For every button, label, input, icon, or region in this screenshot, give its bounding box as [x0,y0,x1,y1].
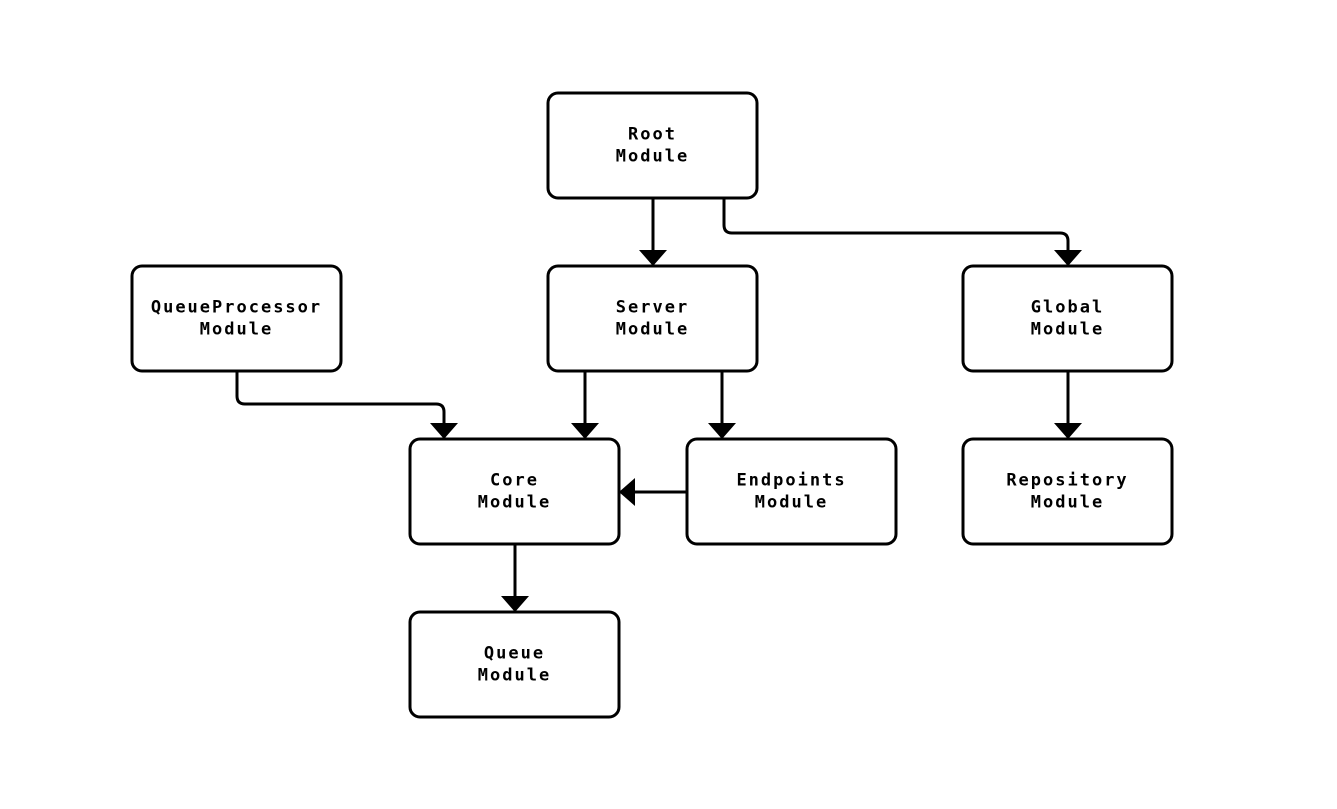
node-server-box [546,264,759,373]
node-queue-box [408,610,621,719]
node-queueprocessor-label-line: QueueProcessor [151,298,322,318]
node-global-label-line: Global [1031,298,1104,318]
node-root-label-line: Module [616,147,689,167]
node-core-label-line: Core [490,471,539,491]
node-repository-box [961,437,1174,546]
node-server-label-line: Module [616,320,689,340]
node-root-label-line: Root [628,125,677,145]
edge-root-to-global [722,198,1082,266]
node-queueprocessor-box [130,264,343,373]
node-server-label-line: Server [616,298,689,318]
node-global-box [961,264,1174,373]
node-repository-label-line: Module [1031,493,1104,513]
node-repository-label-line: Repository [1006,471,1128,491]
node-queueprocessor-label-line: Module [200,320,273,340]
node-core-label-line: Module [478,493,551,513]
node-endpoints-label-line: Module [755,493,828,513]
node-root-box [546,91,759,200]
node-queue-label-line: Queue [484,644,545,664]
edge-queueprocessor-to-core [235,371,458,439]
edges-layer [235,198,1082,612]
node-endpoints-box [685,437,898,546]
node-queue-label-line: Module [478,666,551,686]
node-global-label-line: Module [1031,320,1104,340]
node-endpoints-label-line: Endpoints [736,471,846,491]
node-core-box [408,437,621,546]
